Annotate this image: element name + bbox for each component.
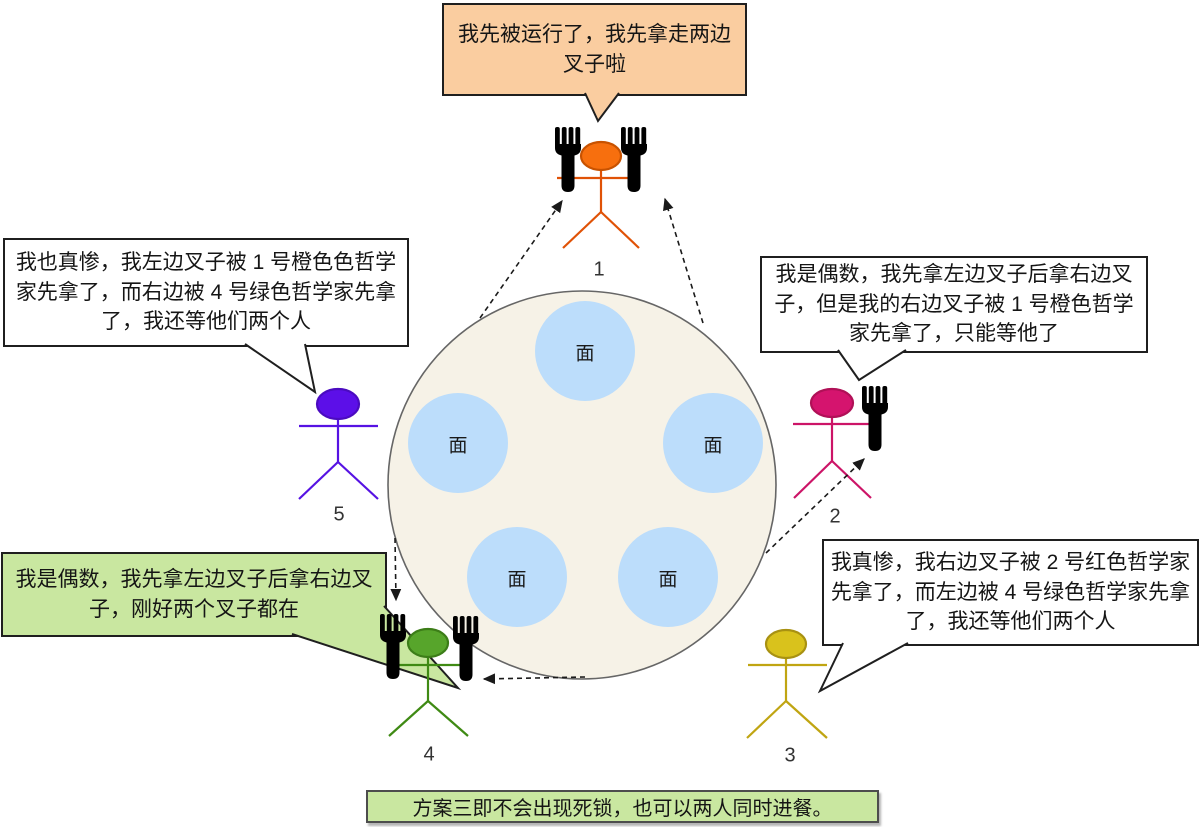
conclusion-caption: 方案三即不会出现死锁，也可以两人同时进餐。 [366,790,879,823]
noodle-plate [618,527,718,627]
philosopher-2-figure [793,387,877,499]
conclusion-caption-text: 方案三即不会出现死锁，也可以两人同时进餐。 [412,798,833,820]
arrow-table-to-phil4-right-fork [482,673,586,685]
noodle-plate [467,527,567,627]
speech-bubble-philosopher5-text: 我也真惨，我左边叉子被 1 号橙色色哲学家先拿了，而右边被 4 号绿色哲学家先拿… [15,250,397,334]
philosopher-1-label: 1 [593,258,605,281]
noodle-plate [408,393,508,493]
philosopher-4-figure [388,627,469,737]
philosopher-4-head [406,627,450,659]
philosopher-5-head [315,387,361,421]
noodle-plate [663,393,763,493]
philosopher-1-figure [557,140,640,249]
noodle-plate-label: 面 [448,435,468,457]
speech-bubble-shapes [1,3,1199,694]
philosopher-1-head [579,140,623,172]
speech-bubble-philosopher3-text: 我真惨，我右边叉子被 2 号红色哲学家先拿了，而左边被 4 号绿色哲学家先拿了，… [830,550,1191,634]
speech-bubble-philosopher1-shape [442,3,747,123]
philosopher-5-figure [298,387,379,500]
speech-bubble-philosopher2-shape [760,256,1148,382]
philosopher-2-head [809,387,855,419]
noodle-plates [408,301,763,627]
philosopher-3-head [764,628,808,660]
speech-bubble-philosopher4-text: 我是偶数，我先拿左边叉子后拿右边叉子，刚好两个叉子都在 [15,567,373,621]
fork-icon [555,127,581,192]
noodle-plate-label: 面 [658,569,678,591]
speech-bubble-philosopher3-shape [817,539,1199,694]
philosopher-3-label: 3 [784,744,796,767]
noodle-plate-label: 面 [703,435,723,457]
speech-bubble-philosopher5-shape [3,238,409,395]
speech-bubble-philosopher2-text: 我是偶数，我先拿左边叉子后拿右边叉子，但是我的右边叉子被 1 号橙色哲学家先拿了… [774,262,1134,346]
noodle-plate-label: 面 [575,343,595,365]
speech-bubble-philosopher4-shape [1,552,462,691]
arrow-table-to-phil4-left-fork [390,537,402,602]
fork-arrows [390,197,865,685]
speech-bubble-philosopher1-text: 我先被运行了，我先拿走两边叉子啦 [458,22,731,76]
philosopher-4-label: 4 [423,743,435,766]
philosopher-5-label: 5 [333,503,345,526]
fork-icon [621,127,647,192]
arrow-table-to-phil2-fork [765,458,865,554]
philosopher-2-label: 2 [829,505,841,528]
noodle-plate [535,301,635,401]
philosopher-3-figure [746,628,828,739]
noodle-plate-label: 面 [507,569,527,591]
fork-icon [862,386,888,451]
arrow-table-to-phil1-left-fork [479,199,563,319]
arrow-table-to-phil1-right-fork [663,197,704,324]
